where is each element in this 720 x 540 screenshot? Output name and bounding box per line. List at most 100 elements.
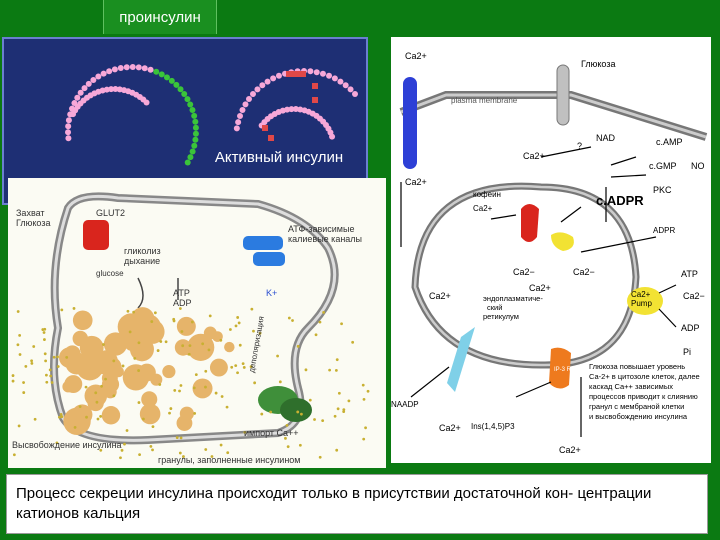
insulin-granule: [72, 310, 93, 331]
insulin-dot: [230, 365, 234, 369]
bead: [342, 82, 349, 89]
insulin-dot: [142, 417, 145, 421]
insulin-dot: [296, 344, 300, 348]
bead: [284, 106, 291, 113]
insulin-dot: [347, 399, 351, 403]
insulin-dot: [258, 331, 262, 335]
bead: [100, 70, 107, 77]
insulin-dot: [133, 356, 137, 360]
bead: [237, 112, 244, 119]
insulin-dot: [65, 355, 69, 359]
insulin-dot: [250, 307, 254, 311]
insulin-dot: [11, 379, 15, 383]
bead: [337, 78, 344, 85]
bead: [259, 82, 266, 89]
glucose-label: glucose: [96, 269, 124, 278]
insulin-dot: [210, 455, 214, 458]
bead: [189, 148, 196, 155]
insulin-dot: [119, 456, 122, 460]
insulin-dot: [226, 451, 230, 455]
insulin-dot: [16, 310, 20, 313]
insulin-dot: [102, 343, 105, 346]
insulin-dot: [138, 453, 141, 457]
insulin-dot: [156, 349, 160, 352]
ca2-pump-label: Ca2−: [683, 291, 705, 301]
insulin-granule: [224, 341, 235, 353]
insulin-dot: [159, 340, 163, 343]
insulin-dot: [237, 321, 241, 325]
insulin-dot: [241, 362, 245, 365]
insulin-dot: [125, 429, 129, 432]
ca2-b-label: Ca2+: [529, 283, 551, 293]
bead: [177, 86, 184, 93]
adp-label: ADP: [681, 323, 700, 333]
insulin-dot: [204, 385, 207, 389]
insulin-dot: [321, 419, 325, 423]
insulin-dot: [179, 384, 183, 387]
bead: [65, 123, 72, 130]
insulin-dot: [42, 331, 46, 334]
bead: [242, 101, 249, 108]
insulin-granule: [139, 403, 161, 425]
insulin-dot: [58, 415, 61, 419]
insulin-dot: [49, 374, 53, 378]
proinsulin-bead-chain: [65, 64, 199, 166]
insulin-dot: [188, 344, 192, 347]
insulin-granule: [101, 406, 121, 425]
insulin-dot: [236, 316, 240, 319]
insulin-granule: [76, 409, 88, 421]
insulin-dot: [150, 320, 154, 323]
insulin-granule: [187, 333, 215, 361]
insulin-dot: [204, 369, 208, 373]
insulin-granule: [95, 350, 118, 373]
bead: [123, 64, 130, 71]
insulin-dot: [318, 320, 322, 324]
insulin-dot: [123, 442, 126, 446]
insulin-dot: [334, 368, 338, 372]
ins-label: Ins(1,4,5)P3: [471, 422, 515, 431]
insulin-dot: [112, 359, 116, 363]
insulin-dot: [178, 307, 182, 310]
insulin-granule: [122, 364, 150, 391]
plasma-membrane-label: plasma membrane: [451, 96, 518, 105]
insulin-granule: [58, 347, 80, 368]
bead: [117, 64, 124, 71]
insulin-dot: [284, 436, 287, 440]
ca2-bottom-label: Ca2+: [439, 423, 461, 433]
bead: [191, 142, 198, 149]
insulin-dot: [335, 448, 339, 452]
insulin-dot: [296, 410, 300, 414]
active-insulin-bead-chain: [233, 68, 359, 140]
insulin-dot: [158, 383, 162, 386]
question-mark: ?: [577, 141, 582, 151]
insulin-dot: [30, 361, 34, 365]
insulin-structure-panel: [2, 37, 368, 205]
bead: [143, 99, 150, 106]
cadpr-label: c.ADPR: [596, 193, 644, 208]
bead: [264, 78, 271, 85]
insulin-dot: [41, 328, 45, 331]
insulin-granule: [203, 326, 217, 340]
insulin-granule: [162, 365, 176, 379]
insulin-dot: [169, 407, 173, 410]
bead: [129, 64, 136, 71]
insulin-dot: [168, 411, 171, 415]
insulin-dot: [22, 381, 25, 384]
bead: [187, 154, 194, 161]
insulin-dot: [96, 417, 100, 421]
bead: [192, 136, 199, 143]
ca2-bottom2-label: Ca2+: [559, 445, 581, 455]
bead: [106, 68, 113, 75]
pi-label: Pi: [683, 347, 691, 357]
glucose-receptor: [556, 64, 570, 126]
insulin-dot: [204, 448, 208, 451]
bead: [254, 86, 261, 93]
insulin-dot: [225, 405, 229, 409]
bead: [184, 96, 191, 103]
insulin-dot: [335, 358, 339, 362]
insulin-granule: [84, 384, 108, 408]
bead: [173, 81, 180, 88]
insulin-dot: [59, 412, 63, 416]
insulin-dot: [137, 341, 141, 345]
bead: [233, 125, 240, 132]
